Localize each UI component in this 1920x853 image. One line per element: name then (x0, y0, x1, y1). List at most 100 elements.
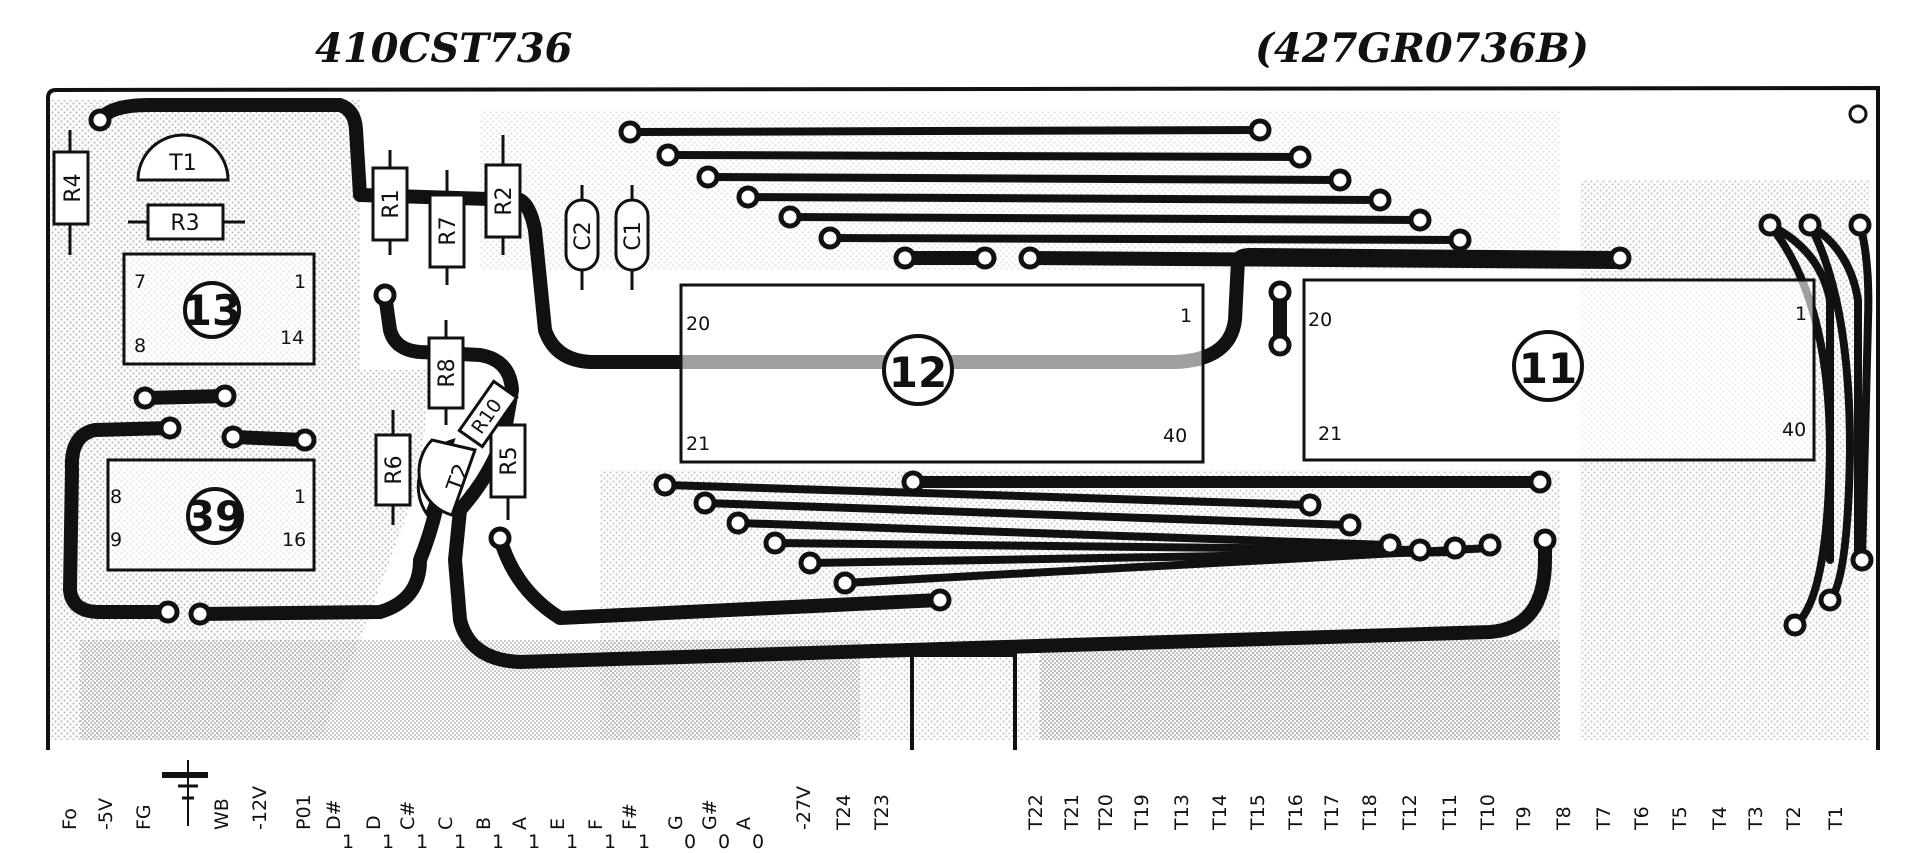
svg-text:R2: R2 (492, 186, 517, 215)
ic-11-pin: 20 (1308, 309, 1332, 331)
ic-12-pin: 40 (1163, 425, 1187, 447)
edge-label: B (473, 817, 495, 830)
ic-11-pin: 40 (1782, 419, 1806, 441)
edge-label-subscript: 0 (684, 831, 696, 853)
ic-39-pin: 16 (282, 529, 306, 551)
edge-label-subscript: 1 (528, 831, 540, 853)
svg-text:R3: R3 (170, 211, 199, 236)
svg-text:R8: R8 (435, 358, 460, 387)
ic-12-pin: 1 (1180, 305, 1192, 327)
resistor-r8: R8 (427, 320, 465, 425)
edge-label-subscript: 1 (416, 831, 428, 853)
transistor-t1: T1 (136, 133, 230, 182)
ic-11-pin: 21 (1318, 423, 1342, 445)
ic-39-pin: 9 (110, 529, 122, 551)
ic-13-pin: 14 (280, 327, 304, 349)
ic-13-pin: 7 (134, 271, 146, 293)
edge-label: -5V (95, 798, 117, 830)
edge-label-subscript: 1 (604, 831, 616, 853)
edge-label: T9 (1513, 806, 1535, 831)
resistors: R4 R3 R1 R7 R2 R8 R6 (52, 130, 527, 525)
ic-39-number: 39 (186, 492, 244, 541)
edge-label: T10 (1477, 794, 1499, 831)
ic-12: 12 20 1 21 40 (679, 283, 1205, 464)
svg-text:T1: T1 (168, 151, 196, 176)
ic-11-number: 11 (1519, 344, 1577, 393)
edge-label: G (665, 815, 687, 830)
capacitor-c1: C1 (614, 185, 650, 290)
edge-label: T2 (1783, 806, 1805, 831)
edge-label: T4 (1709, 806, 1731, 831)
edge-label: T3 (1745, 806, 1767, 831)
resistor-r10: R10 (457, 379, 519, 449)
edge-label: T13 (1171, 794, 1193, 831)
edge-label-subscript: 1 (342, 831, 354, 853)
svg-text:R5: R5 (497, 446, 522, 475)
ic-13: 13 7 1 8 14 (122, 252, 316, 366)
board-code-left: 410CST736 (315, 25, 572, 72)
ic-11-pin: 1 (1795, 303, 1807, 325)
edge-label: T16 (1285, 794, 1307, 831)
board (46, 85, 1880, 750)
edge-label: A (733, 817, 755, 830)
edge-label: G# (699, 799, 721, 830)
ic-12-number: 12 (889, 348, 947, 397)
edge-label: C (435, 817, 457, 830)
edge-label: D# (323, 799, 345, 830)
resistor-r5: R5 (489, 390, 527, 520)
edge-label: WB (211, 798, 233, 830)
edge-label: T22 (1025, 794, 1047, 831)
svg-text:C1: C1 (621, 221, 646, 250)
edge-label: C# (397, 801, 419, 830)
edge-label: T8 (1553, 806, 1575, 831)
edge-label: Fo (59, 808, 81, 830)
board-code-right: (427GR0736B) (1255, 25, 1589, 72)
edge-label: T5 (1669, 806, 1691, 831)
capacitor-c2: C2 (564, 185, 600, 290)
edge-label-subscript: 1 (492, 831, 504, 853)
edge-label: T7 (1593, 806, 1615, 831)
svg-text:R6: R6 (382, 455, 407, 484)
edge-label: T6 (1631, 806, 1653, 831)
ic-13-pin: 8 (134, 335, 146, 357)
svg-text:R4: R4 (61, 173, 86, 202)
ic-39-pin: 8 (110, 486, 122, 508)
ic-13-pin: 1 (294, 271, 306, 293)
edge-label: E (547, 818, 569, 830)
edge-label: T11 (1439, 794, 1461, 831)
edge-label: T12 (1399, 794, 1421, 831)
svg-text:R7: R7 (436, 216, 461, 245)
edge-label: T21 (1061, 794, 1083, 831)
ic-39-pin: 1 (294, 486, 306, 508)
edge-label: T1 (1825, 806, 1847, 831)
capacitors: C2 C1 (564, 185, 650, 290)
ground-symbol (162, 760, 208, 826)
edge-label-subscript: 0 (718, 831, 730, 853)
ic-12-pin: 20 (686, 313, 710, 335)
edge-label: D (363, 815, 385, 830)
ic-13-number: 13 (183, 286, 241, 335)
resistor-r7: R7 (428, 170, 466, 285)
edge-label: T15 (1247, 794, 1269, 831)
ic-12-pin: 21 (686, 433, 710, 455)
edge-label-subscript: 0 (752, 831, 764, 853)
svg-text:R1: R1 (379, 189, 404, 218)
edge-label: T17 (1321, 794, 1343, 831)
edge-label: P01 (293, 794, 315, 830)
resistor-r1: R1 (371, 150, 409, 255)
edge-label-subscript: 1 (638, 831, 650, 853)
edge-label: -27V (793, 786, 815, 830)
resistor-r2: R2 (484, 135, 522, 255)
resistor-r3: R3 (128, 203, 245, 241)
edge-label: F# (619, 803, 641, 830)
edge-label: A (509, 817, 531, 830)
resistor-r6: R6 (374, 410, 412, 525)
pads (88, 108, 1874, 637)
edge-label: -12V (249, 786, 271, 830)
edge-label-subscript: 1 (566, 831, 578, 853)
thin-traces (626, 126, 1873, 629)
resistor-r4: R4 (52, 130, 90, 255)
edge-label-subscript: 1 (454, 831, 466, 853)
